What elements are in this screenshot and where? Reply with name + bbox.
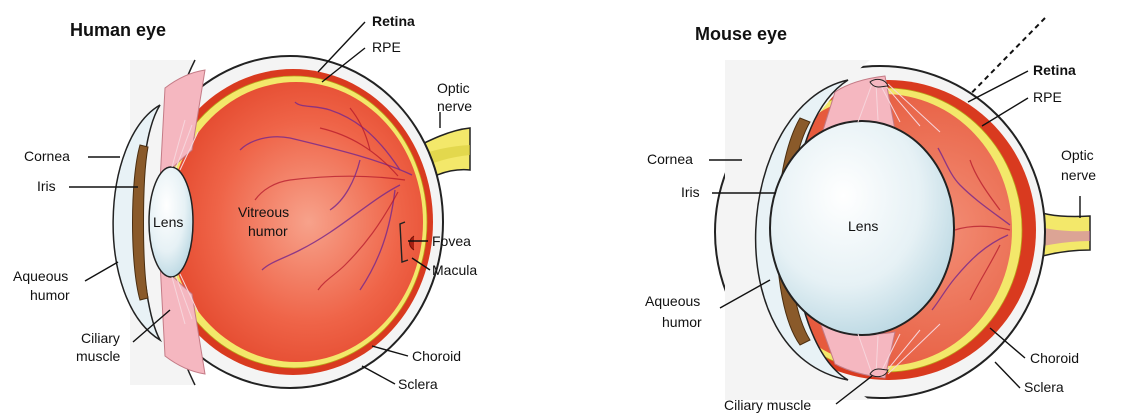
- human-ciliary-label-1: Ciliary: [81, 330, 120, 346]
- mouse-rpe-label: RPE: [1033, 89, 1062, 105]
- human-lens-label: Lens: [153, 214, 183, 230]
- human-cornea-label: Cornea: [24, 148, 70, 164]
- mouse-choroid-label: Choroid: [1030, 350, 1079, 366]
- mouse-aqueous-label-2: humor: [662, 314, 702, 330]
- human-choroid-label: Choroid: [412, 348, 461, 364]
- human-aqueous-label-1: Aqueous: [13, 268, 68, 284]
- mouse-sclera-label: Sclera: [1024, 379, 1064, 395]
- human-optic-label-2: nerve: [437, 98, 472, 114]
- mouse-eye-title: Mouse eye: [695, 24, 787, 44]
- human-optic-label-1: Optic: [437, 80, 470, 96]
- human-vitreous-label-1: Vitreous: [238, 204, 289, 220]
- mouse-ciliary-label: Ciliary muscle: [724, 397, 811, 413]
- mouse-optic-label-1: Optic: [1061, 147, 1094, 163]
- human-ciliary-label-2: muscle: [76, 348, 121, 364]
- human-vitreous-label-2: humor: [248, 223, 288, 239]
- mouse-iris-label: Iris: [681, 184, 700, 200]
- mouse-aqueous-label-1: Aqueous: [645, 293, 700, 309]
- mouse-optic-label-2: nerve: [1061, 167, 1096, 183]
- human-sclera-label: Sclera: [398, 376, 438, 392]
- mouse-cornea-label: Cornea: [647, 151, 693, 167]
- mouse-retina-label: Retina: [1033, 62, 1076, 78]
- human-aqueous-label-2: humor: [30, 287, 70, 303]
- human-rpe-label: RPE: [372, 39, 401, 55]
- human-iris-label: Iris: [37, 178, 56, 194]
- human-retina-label: Retina: [372, 13, 415, 29]
- human-vitreous: [169, 82, 423, 362]
- human-eye: Human eye: [13, 13, 477, 392]
- human-eye-title: Human eye: [70, 20, 166, 40]
- human-macula-label: Macula: [432, 262, 477, 278]
- mouse-lens-label: Lens: [848, 218, 878, 234]
- mouse-eye: Mouse eye: [645, 18, 1096, 413]
- human-fovea-label: Fovea: [432, 233, 471, 249]
